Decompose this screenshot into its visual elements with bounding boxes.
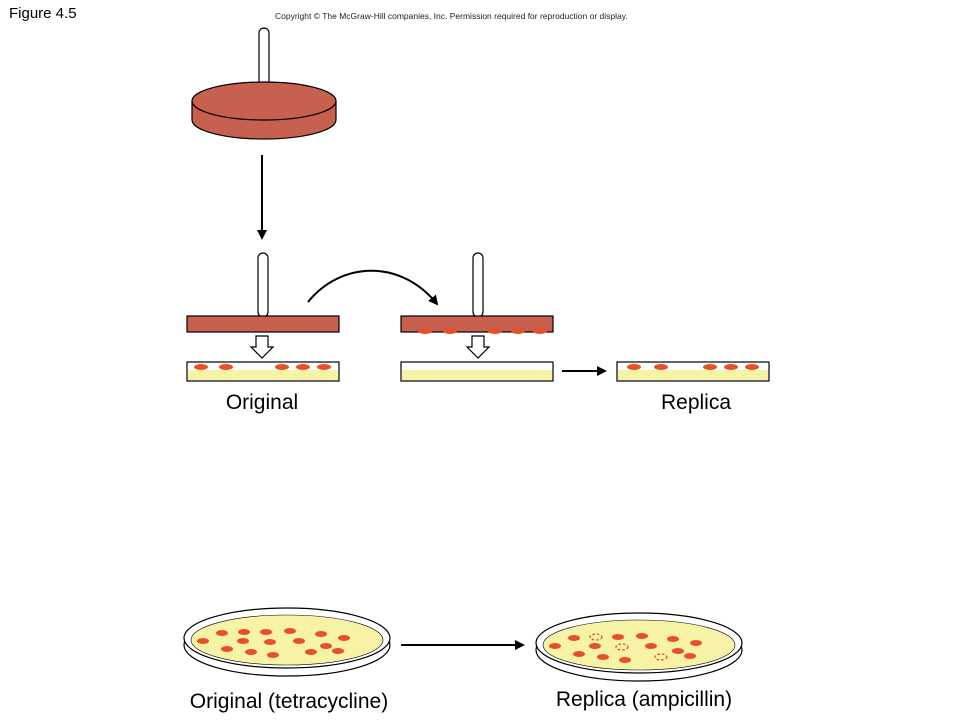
label-replica: Replica [661, 391, 731, 414]
colony [338, 635, 350, 641]
stamp-handle [258, 27, 270, 89]
colony [194, 364, 208, 370]
figure-label: Figure 4.5 [9, 5, 77, 22]
missing-colony [589, 633, 603, 641]
label-original: Original [226, 391, 298, 414]
colony [221, 646, 233, 652]
colony [332, 648, 344, 654]
colony [672, 648, 684, 654]
original-plate [186, 361, 340, 382]
colony [533, 328, 547, 334]
label-replica-ampicillin: Replica (ampicillin) [556, 688, 732, 711]
colony [684, 653, 696, 659]
colony [443, 328, 457, 334]
press-arrow-icon [249, 335, 275, 359]
press-arrow-icon [465, 335, 491, 359]
colony [627, 364, 641, 370]
velvet-block [186, 315, 340, 333]
stamp-handle [257, 252, 269, 318]
colony [418, 328, 432, 334]
colony [320, 643, 332, 649]
colony [597, 654, 609, 660]
colony [275, 364, 289, 370]
colony [238, 629, 250, 635]
colony [284, 628, 296, 634]
colony [305, 649, 317, 655]
fresh-plate [400, 361, 554, 382]
agar-surface [542, 619, 736, 671]
stamp-disc-top [191, 81, 337, 121]
colony [549, 643, 561, 649]
colony [267, 652, 279, 658]
colony [724, 364, 738, 370]
agar-layer [618, 370, 768, 380]
colony [264, 639, 276, 645]
colony [219, 364, 233, 370]
colony [745, 364, 759, 370]
colony [589, 643, 601, 649]
colony [197, 638, 209, 644]
colony [690, 640, 702, 646]
colony [260, 629, 272, 635]
colony [293, 638, 305, 644]
colony [612, 634, 624, 640]
colony [654, 364, 668, 370]
colony [645, 643, 657, 649]
stamp-handle [472, 252, 484, 318]
colony [619, 657, 631, 663]
colony [216, 630, 228, 636]
colony [245, 649, 257, 655]
petri-dish-ampicillin [535, 612, 743, 682]
colony [636, 633, 648, 639]
copyright-notice: Copyright © The McGraw-Hill companies, I… [275, 11, 628, 21]
agar-layer [402, 370, 552, 380]
colony [315, 631, 327, 637]
colony [317, 364, 331, 370]
colony [488, 328, 502, 334]
velvet-stamp-top [191, 27, 337, 140]
missing-colony [615, 643, 629, 651]
colony [296, 364, 310, 370]
label-original-tetracycline: Original (tetracycline) [190, 690, 388, 713]
colony [703, 364, 717, 370]
colony [237, 638, 249, 644]
colony [511, 328, 525, 334]
colony [568, 635, 580, 641]
transfer-arrow [307, 269, 439, 306]
stamp-replica-press [400, 252, 554, 359]
colony [667, 636, 679, 642]
stamp-original-press [186, 252, 340, 359]
velvet-block [400, 315, 554, 333]
agar-surface [190, 614, 384, 666]
agar-layer [188, 370, 338, 380]
petri-dish-tetracycline [183, 607, 391, 677]
missing-colony [654, 653, 668, 661]
replica-plate [616, 361, 770, 382]
colony [573, 651, 585, 657]
